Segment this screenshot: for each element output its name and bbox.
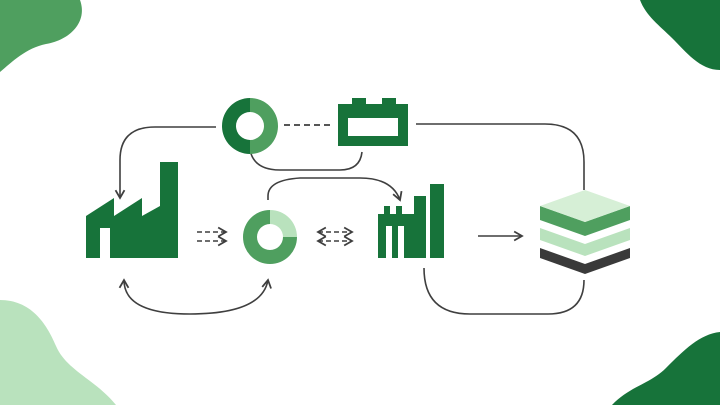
connector-battery-to-layers <box>416 123 585 190</box>
layers-icon <box>540 190 630 274</box>
factory-icon <box>378 184 444 258</box>
corner-blob-bottom-left <box>0 300 116 405</box>
connector-double-dashed-bidirectional <box>316 226 354 247</box>
corner-blob-top-right <box>640 0 720 70</box>
connector-factory-layers-curve <box>423 267 585 315</box>
connector-ring-to-factory-curve <box>267 177 403 202</box>
quarter-ring-icon <box>243 210 297 264</box>
connector-ring-battery-curve <box>249 149 363 171</box>
battery-icon <box>338 98 408 146</box>
connector-double-dashed-arrow <box>197 226 228 247</box>
corner-blob-top-left <box>0 0 82 72</box>
connector-factory-ring-curve <box>118 278 272 315</box>
factory-icon <box>86 162 178 258</box>
connector-ring-to-factory <box>114 126 216 200</box>
corner-blob-bottom-right <box>612 332 720 405</box>
half-ring-icon <box>222 98 278 154</box>
